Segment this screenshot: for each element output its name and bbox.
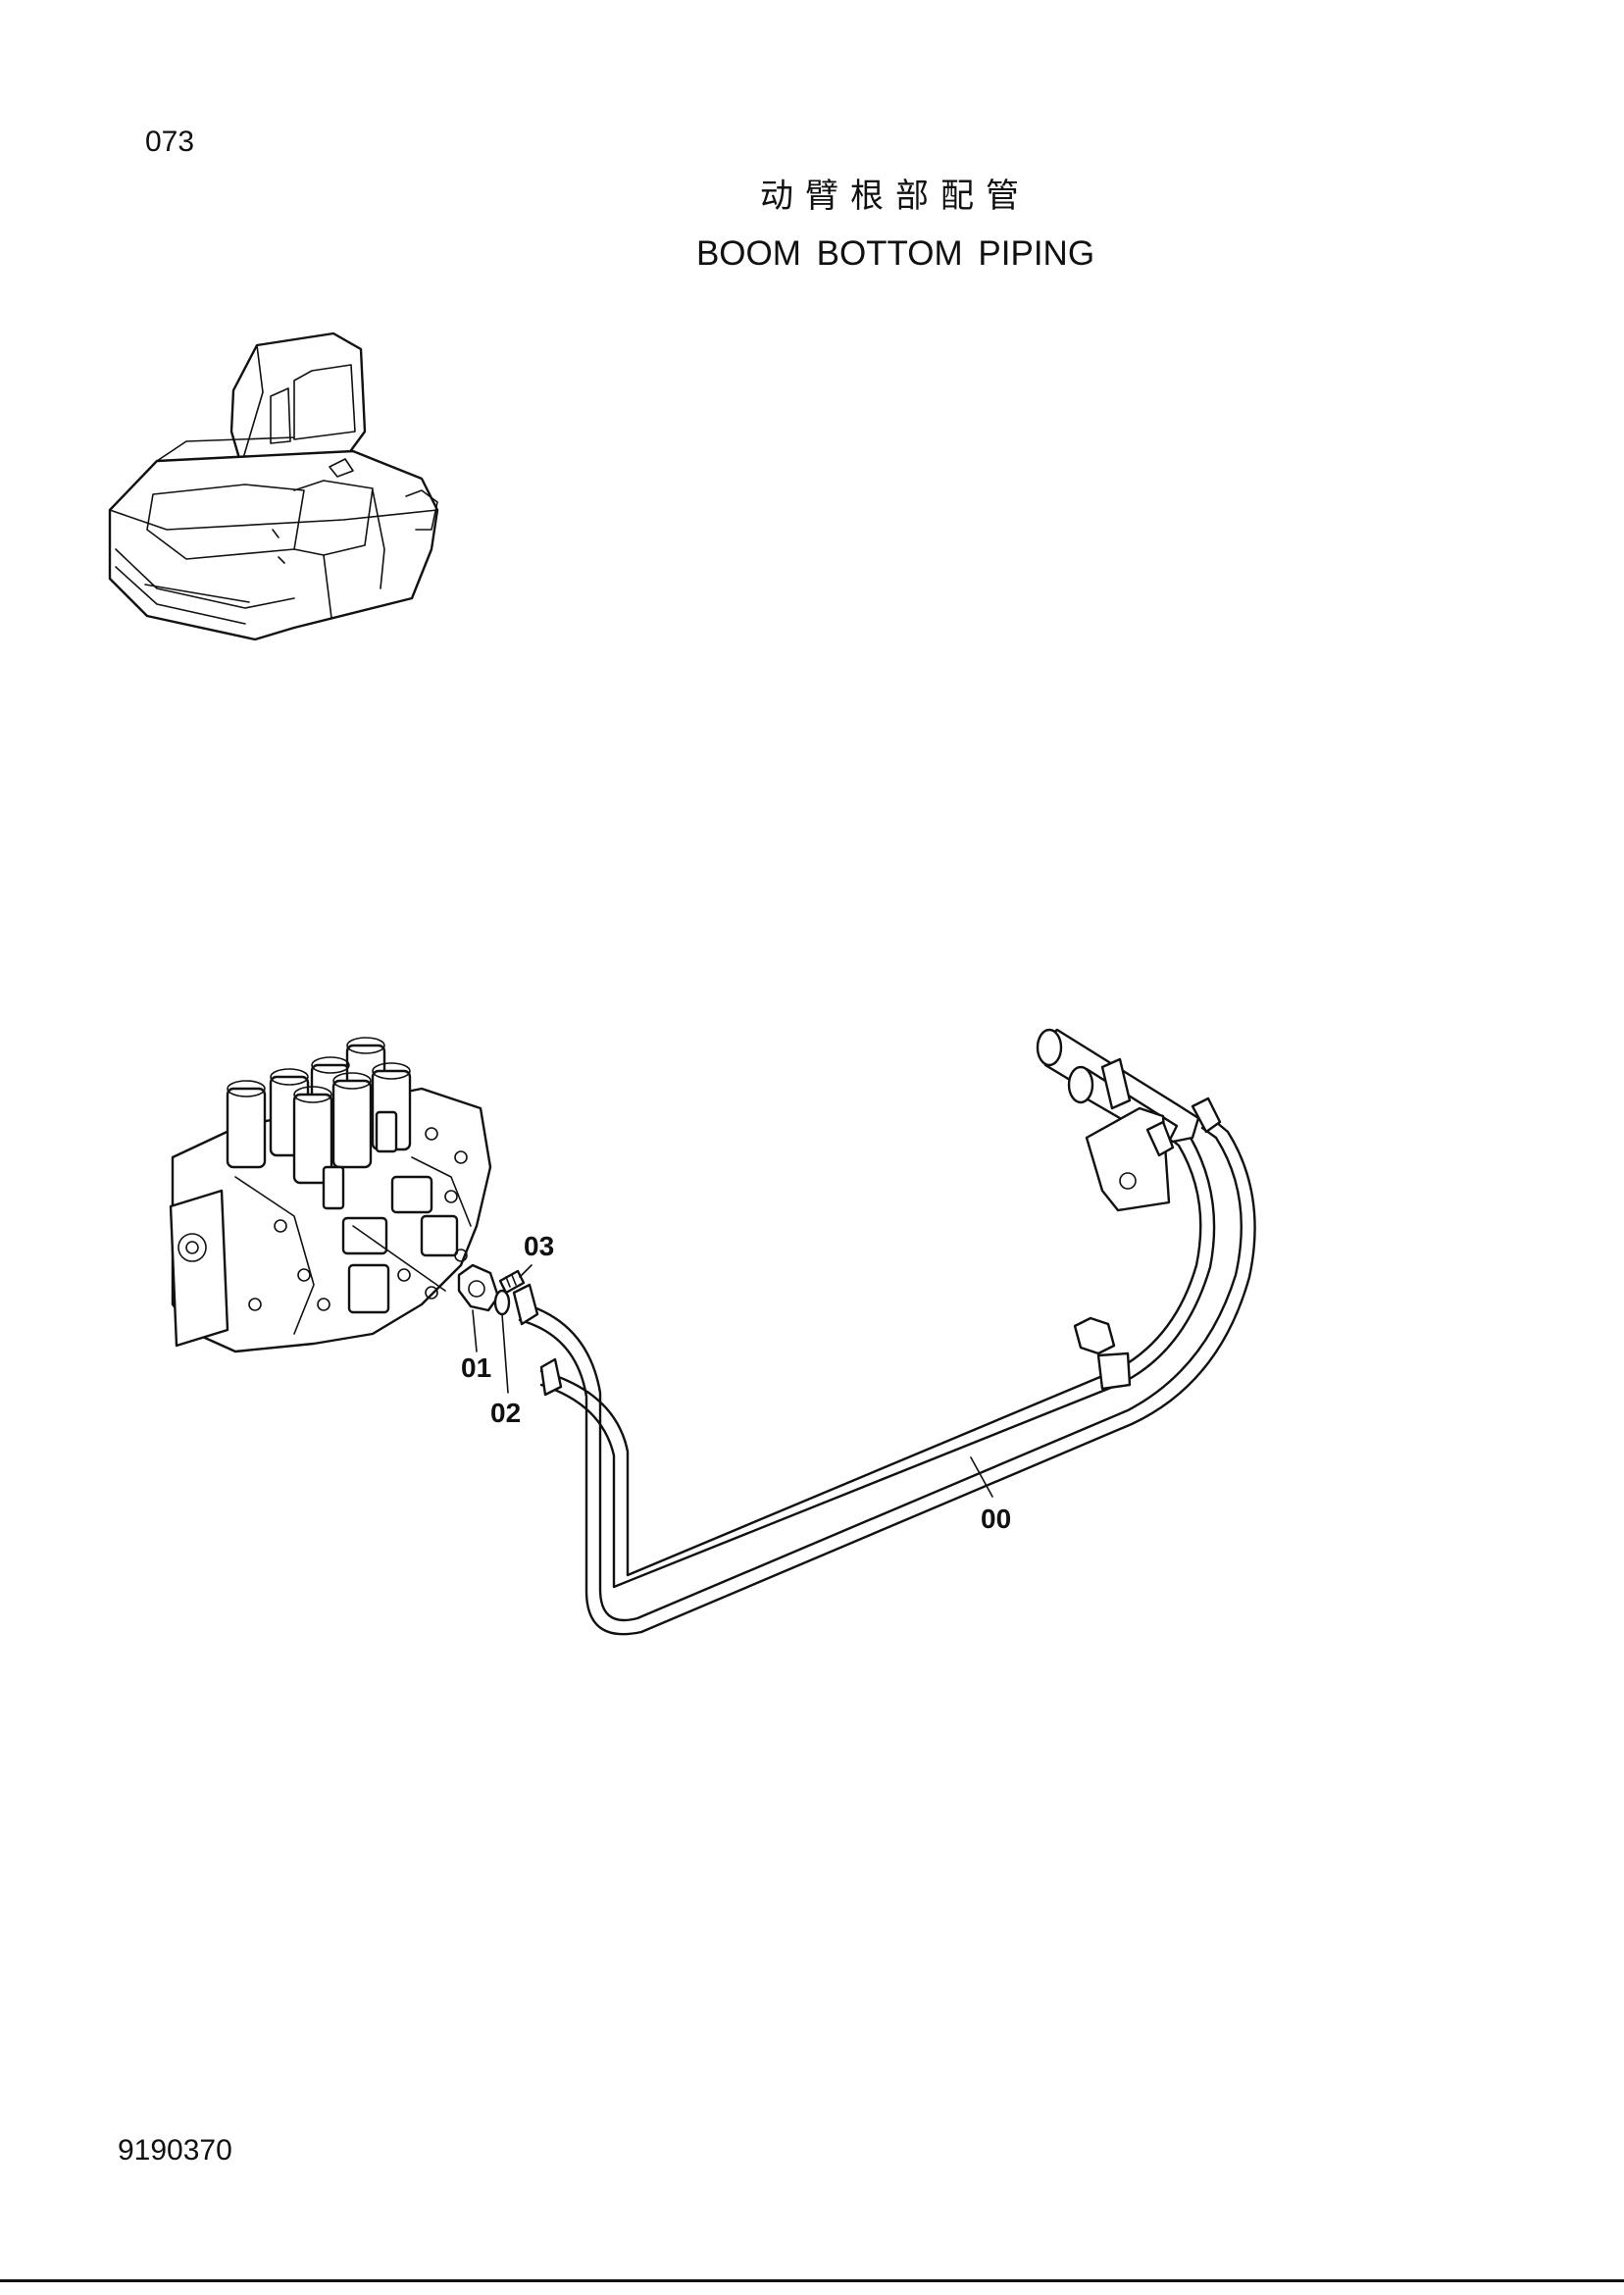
pipe-assembly-icon	[512, 1028, 1256, 1636]
title-chinese: 动臂根部配管	[760, 177, 1031, 216]
leader-lines	[472, 1264, 993, 1498]
title-block: 动臂根部配管 BOOM BOTTOM PIPING	[0, 169, 1624, 274]
bolt-part	[498, 1269, 526, 1295]
flange-part	[457, 1263, 500, 1312]
bottom-rule	[0, 2279, 1624, 2282]
callout-02: 02	[490, 1398, 521, 1428]
callout-03: 03	[524, 1231, 554, 1261]
callout-00: 00	[981, 1504, 1011, 1534]
title-english: BOOM BOTTOM PIPING	[695, 234, 1095, 273]
control-valve-icon	[169, 1037, 492, 1353]
excavator-locator-icon	[108, 332, 439, 641]
document-code: 9190370	[118, 2134, 232, 2167]
callout-01: 01	[461, 1352, 491, 1383]
o-ring-part	[493, 1289, 511, 1316]
page-number: 073	[145, 126, 195, 158]
